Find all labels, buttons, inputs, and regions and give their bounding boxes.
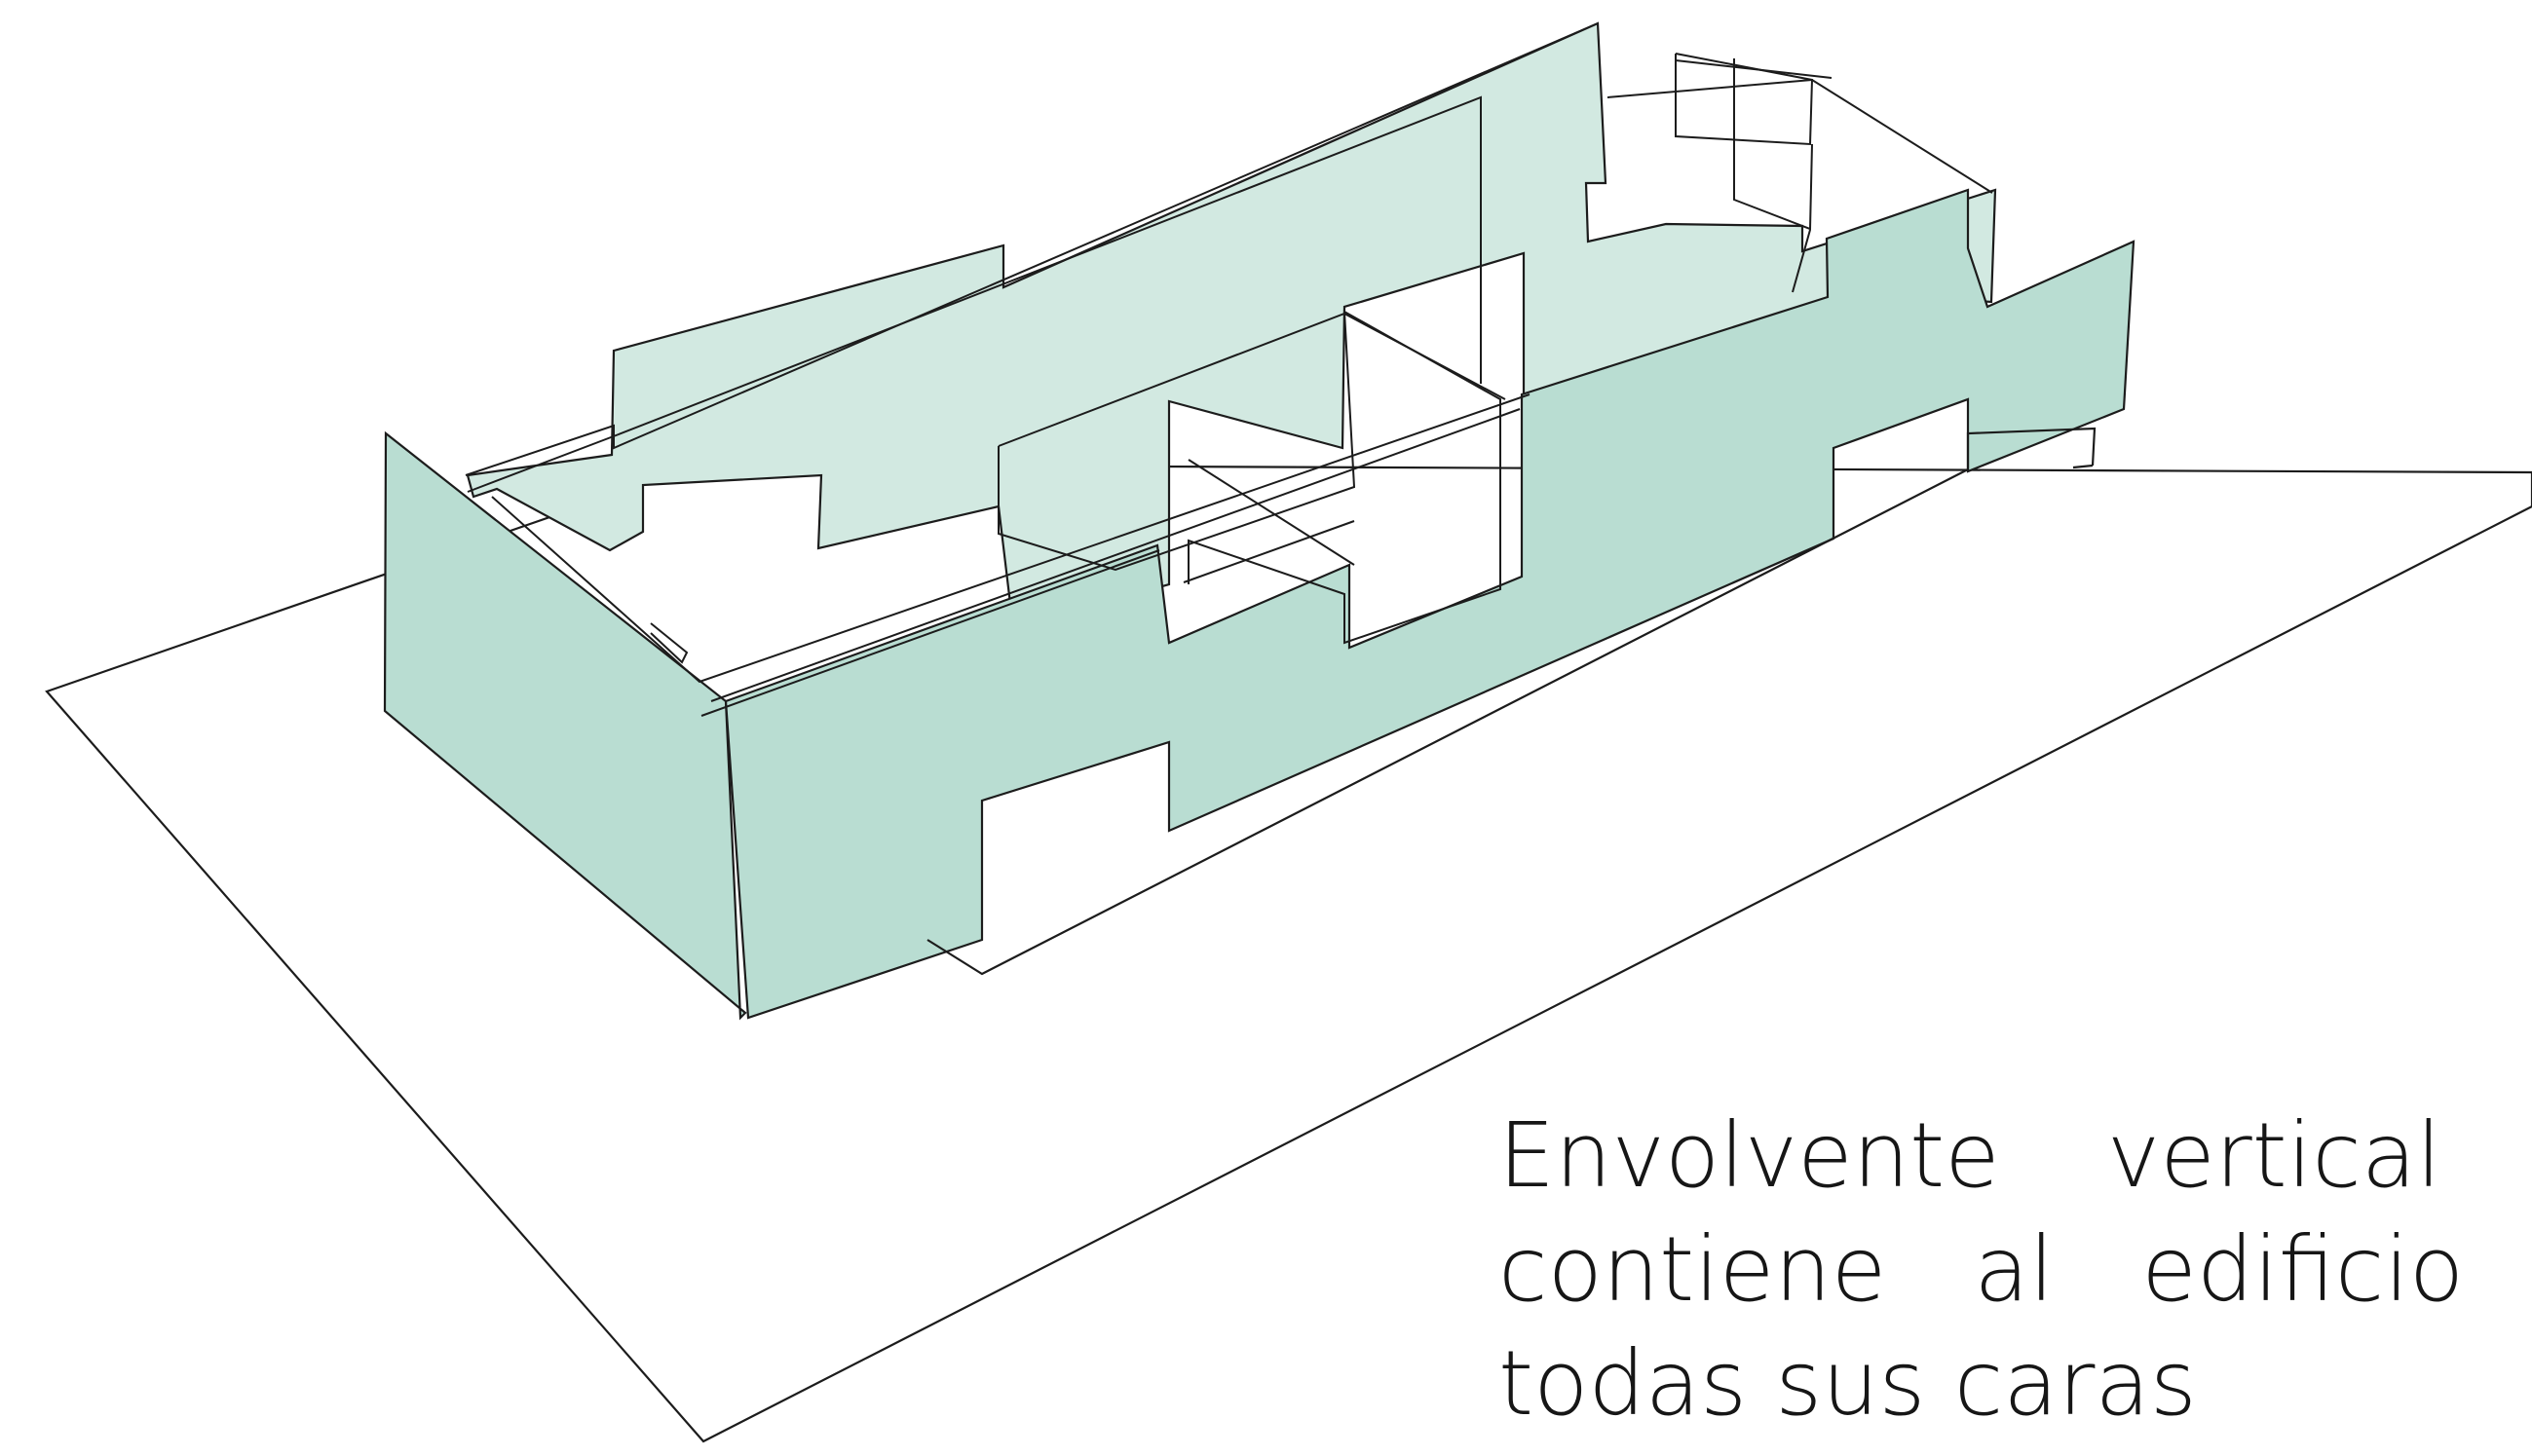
central-box-inner-2: [1183, 520, 1355, 583]
underside-edge-end: [2072, 464, 2094, 469]
caption-line-3: todas sus caras: [1498, 1331, 2197, 1436]
back-envelope-panel: [466, 21, 1997, 630]
central-box-top: [998, 312, 1506, 447]
diagram-caption: Envolvente vertical contiene al edificio to…: [1498, 1099, 2532, 1440]
central-box: [998, 310, 1501, 645]
caption-line-2: contiene al edificio: [1498, 1213, 2532, 1326]
caption-word-al: al: [1974, 1217, 2055, 1322]
caption-word-vertical: vertical: [2106, 1103, 2441, 1208]
right-volume-4: [1792, 229, 1811, 293]
central-box-inner: [1188, 459, 1355, 566]
slab-edge-mid: [491, 393, 1531, 684]
slab-edge-lowest: [700, 549, 1160, 717]
right-volume-3: [1606, 78, 1993, 194]
left-end-detail: [650, 622, 689, 664]
underside-edge-left: [926, 468, 1969, 976]
underside-edge-right: [1966, 427, 2097, 471]
caption-word-edificio: edificio: [2141, 1217, 2465, 1322]
right-volume-5: [1675, 59, 1833, 79]
slab-edge-lower: [710, 408, 1521, 702]
left-end-panel: [383, 430, 747, 1021]
slab-edge-top-2: [467, 95, 1482, 493]
caption-word-envolvente: Envolvente: [1498, 1103, 2000, 1208]
caption-line-1: Envolvente vertical: [1498, 1099, 2532, 1213]
right-volume-2: [1733, 58, 1813, 231]
caption-word-contiene: contiene: [1498, 1217, 1887, 1322]
front-envelope-panel: [724, 188, 2135, 1020]
